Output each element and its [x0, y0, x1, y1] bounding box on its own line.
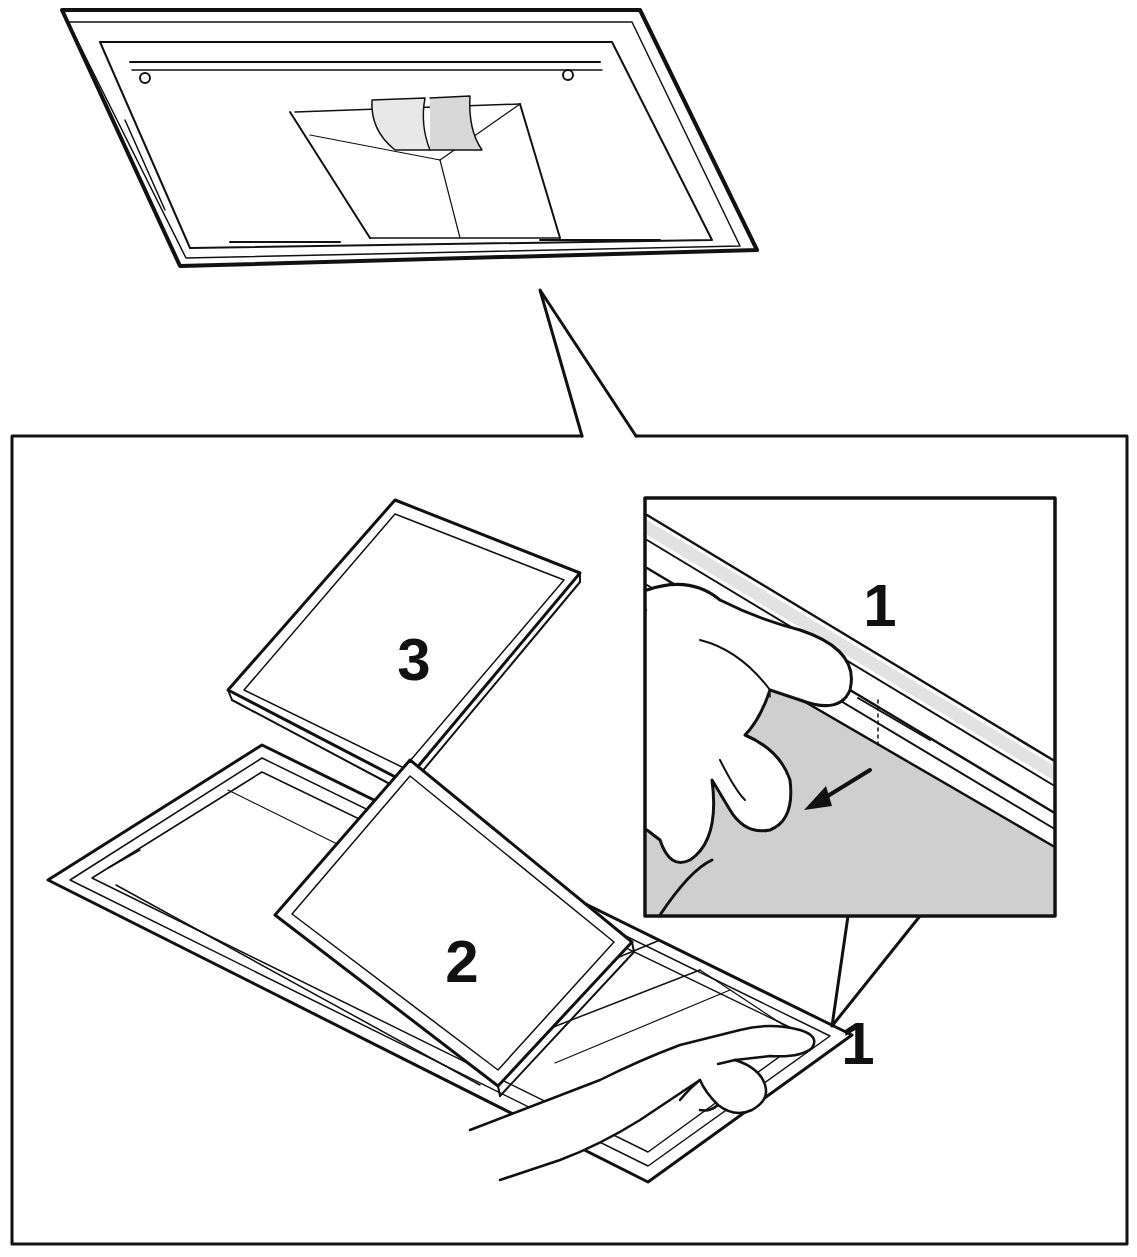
detail-inset [645, 498, 1055, 916]
callout-number: 1 [863, 576, 896, 636]
detail-frame [12, 290, 1127, 1244]
grease-filter [275, 760, 634, 1096]
grease-filter [228, 500, 580, 792]
inset-pointer [832, 916, 920, 1026]
hand [470, 1026, 814, 1180]
callout-number: 3 [397, 630, 430, 690]
range-hood [62, 10, 757, 266]
callout-number: 2 [445, 932, 478, 992]
callout-number: 1 [841, 1014, 874, 1074]
